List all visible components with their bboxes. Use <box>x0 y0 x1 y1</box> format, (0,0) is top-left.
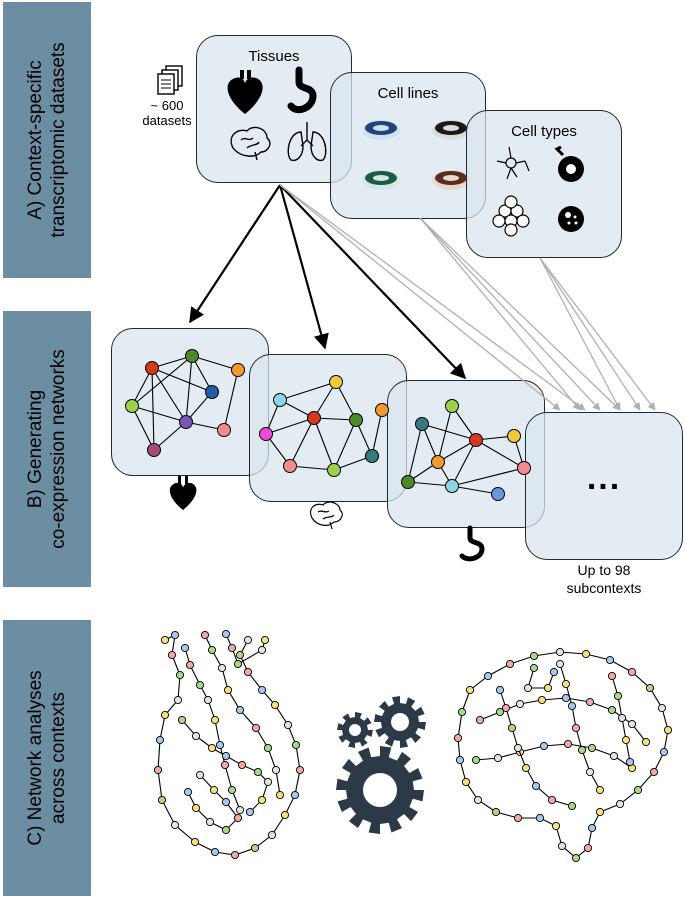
tissues-title: Tissues <box>248 48 300 65</box>
petri-dish-green-icon <box>362 170 400 190</box>
petri-dish-black-icon <box>432 120 470 140</box>
gears-icon <box>336 696 426 834</box>
ellipsis: ... <box>586 459 622 497</box>
macrophage-icon <box>554 145 584 182</box>
subcontexts-line2: subcontexts <box>566 580 642 596</box>
petri-dish-blue-icon <box>362 120 400 140</box>
stomach-network-panel <box>387 380 545 528</box>
petri-dish-brown-icon <box>432 170 470 190</box>
stomach-icon <box>287 66 317 114</box>
brain-icon <box>230 126 271 161</box>
stomach-small-icon <box>459 525 485 562</box>
more-subcontexts-panel: ... <box>525 412 683 560</box>
cell-types-panel: Cell types <box>466 110 622 258</box>
neuron-icon <box>496 146 530 180</box>
heart-icon <box>227 70 263 114</box>
cell-cluster-icon <box>492 195 530 237</box>
heart-network-graph <box>153 629 305 860</box>
cell-lines-panel: Cell lines <box>330 72 486 219</box>
brain-network-graph <box>453 647 673 863</box>
cell-lines-title: Cell lines <box>377 85 439 102</box>
datasets-label: datasets <box>142 113 192 128</box>
heart-small-icon <box>169 476 197 510</box>
subcontexts-line1: Up to 98 <box>577 562 631 578</box>
tissues-panel: Tissues <box>196 35 352 183</box>
datasets-count: ~ 600 <box>150 98 184 113</box>
granular-cell-icon <box>558 206 584 232</box>
lungs-icon <box>287 122 327 162</box>
brain-small-icon <box>310 501 343 530</box>
cell-types-title: Cell types <box>511 123 577 140</box>
